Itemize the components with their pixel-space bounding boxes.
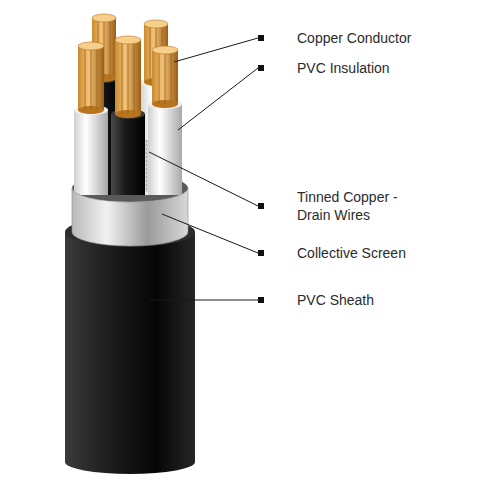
conductor-end xyxy=(144,20,168,28)
leader-markers xyxy=(258,35,264,303)
core-front-middle xyxy=(111,36,145,195)
leader-marker xyxy=(258,203,264,209)
strand xyxy=(97,46,98,110)
strand xyxy=(171,50,172,104)
leader-marker xyxy=(258,250,264,256)
part-label: Collective Screen xyxy=(297,244,406,262)
drain-wire xyxy=(145,140,148,192)
core-front-left xyxy=(74,42,108,195)
conductor-end xyxy=(152,46,178,54)
leader-line xyxy=(149,152,258,206)
strand xyxy=(91,46,92,110)
strand xyxy=(150,24,151,82)
part-label: PVC Insulation xyxy=(297,59,390,77)
conductor-end xyxy=(78,42,104,50)
leader-marker xyxy=(258,297,264,303)
conductor-end xyxy=(92,14,116,22)
pvc-sheath xyxy=(65,217,195,474)
strand xyxy=(159,50,160,104)
conductor xyxy=(78,46,104,110)
insulation xyxy=(74,110,108,195)
strand xyxy=(110,18,111,78)
strand xyxy=(85,46,86,110)
strand xyxy=(134,40,135,114)
leader-marker xyxy=(258,35,264,41)
drain-wire-strands xyxy=(146,140,147,192)
conductor xyxy=(152,50,178,104)
sheath-body xyxy=(65,232,195,474)
core-front-right xyxy=(148,46,182,195)
leader-line xyxy=(178,68,258,130)
leader-line xyxy=(150,300,258,301)
conductor xyxy=(115,40,141,114)
insulation xyxy=(111,114,145,195)
leader-marker xyxy=(258,65,264,71)
leader-line xyxy=(162,214,258,253)
conductor-end xyxy=(115,36,141,44)
part-label: PVC Sheath xyxy=(297,291,374,309)
strand xyxy=(165,50,166,104)
leader-line xyxy=(174,38,258,62)
strand xyxy=(128,40,129,114)
insulation xyxy=(148,104,182,195)
part-label: Copper Conductor xyxy=(297,29,411,47)
strand xyxy=(122,40,123,114)
leader-lines xyxy=(149,38,258,300)
part-label: Tinned Copper - Drain Wires xyxy=(297,188,422,224)
